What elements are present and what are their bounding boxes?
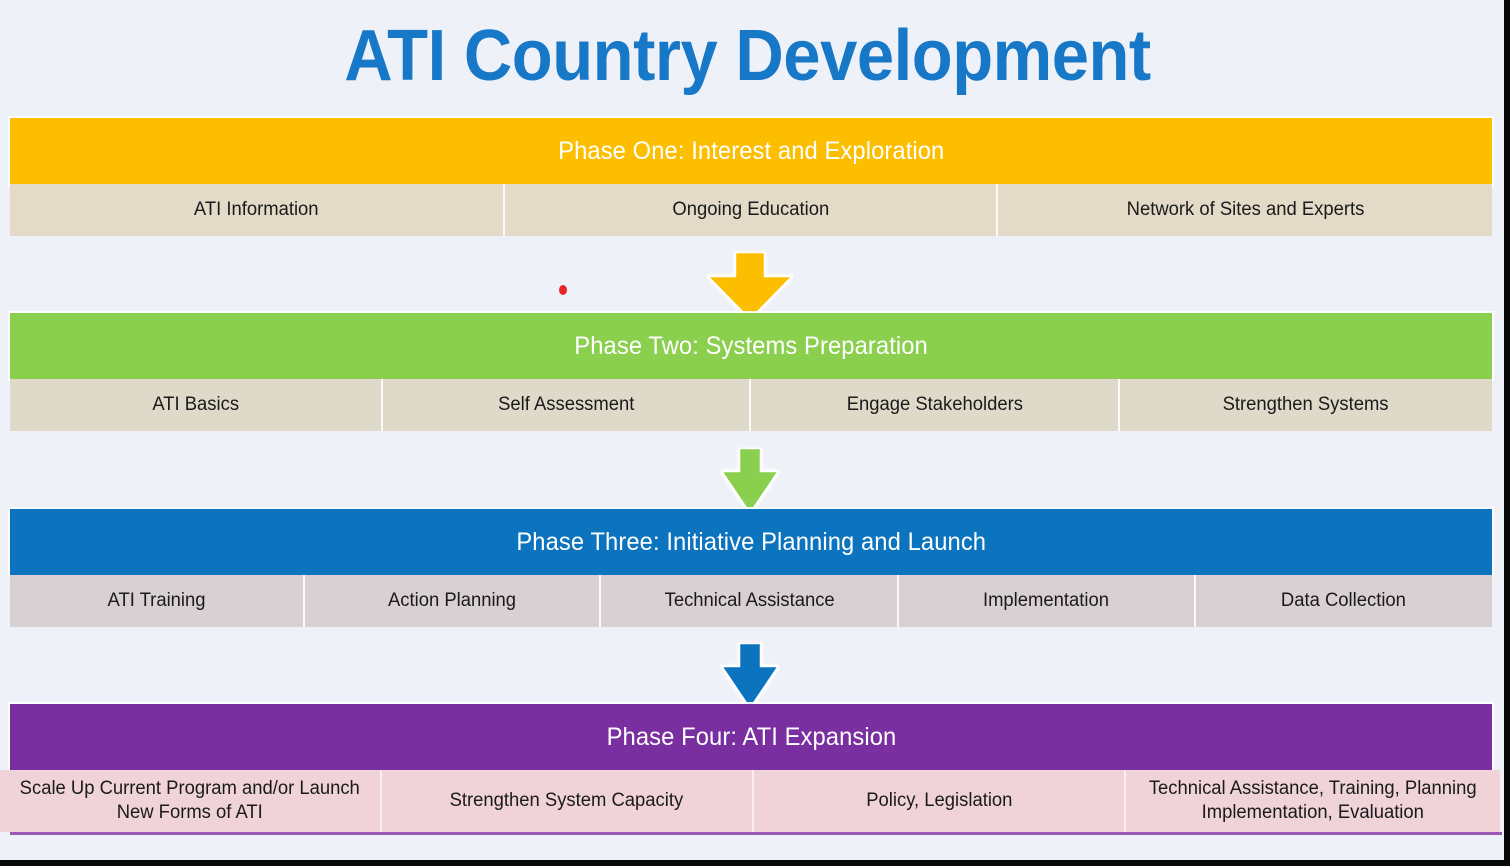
phase-two-item-4-label: Strengthen Systems: [1223, 394, 1389, 416]
phase-three-item-1-label: ATI Training: [107, 590, 206, 612]
phase-three-header-label: Phase Three: Initiative Planning and Lau…: [516, 527, 986, 556]
phase-one-block: Phase One: Interest and Exploration ATI …: [10, 118, 1492, 236]
phase-one-header: Phase One: Interest and Exploration: [10, 118, 1492, 184]
phase-four-item-3-label: Policy, Legislation: [866, 790, 1013, 812]
phase-two-header: Phase Two: Systems Preparation: [10, 313, 1492, 379]
phase-two-item-2-label: Self Assessment: [498, 394, 635, 416]
phase-three-block: Phase Three: Initiative Planning and Lau…: [10, 509, 1492, 627]
phase-two-item-3[interactable]: Engage Stakeholders: [750, 379, 1120, 431]
phase-four-item-3[interactable]: Policy, Legislation: [753, 770, 1127, 832]
phase-three-items-row: ATI Training Action Planning Technical A…: [10, 575, 1492, 627]
phase-four-item-2-label: Strengthen System Capacity: [449, 790, 684, 812]
phase-three-item-4-label: Implementation: [983, 590, 1110, 612]
phase-three-item-4[interactable]: Implementation: [899, 575, 1196, 627]
page-title: ATI Country Development: [344, 16, 1151, 96]
phase-two-header-label: Phase Two: Systems Preparation: [574, 331, 928, 360]
phase-three-item-2[interactable]: Action Planning: [304, 575, 602, 627]
phase-three-item-5[interactable]: Data Collection: [1195, 575, 1492, 627]
phase-one-item-3-label: Network of Sites and Experts: [1126, 199, 1365, 221]
arrow-phase-one-to-two-icon: [707, 252, 793, 320]
arrow-phase-two-to-three-icon: [721, 448, 779, 514]
phase-four-items-row: Scale Up Current Program and/or Launch N…: [0, 770, 1502, 832]
phase-four-item-2[interactable]: Strengthen System Capacity: [381, 770, 754, 832]
phase-two-item-1-label: ATI Basics: [152, 394, 240, 416]
phase-one-header-label: Phase One: Interest and Exploration: [557, 136, 945, 165]
arrow-phase-three-to-four-icon: [721, 643, 779, 709]
phase-three-item-3[interactable]: Technical Assistance: [601, 575, 900, 627]
phase-three-item-3-label: Technical Assistance: [664, 590, 835, 612]
phase-two-item-4[interactable]: Strengthen Systems: [1120, 379, 1492, 431]
phase-four-item-4[interactable]: Technical Assistance, Training, Planning…: [1126, 770, 1502, 832]
phase-one-item-3[interactable]: Network of Sites and Experts: [998, 184, 1492, 236]
phase-four-bottom-rule: [10, 832, 1502, 835]
phase-one-items-row: ATI Information Ongoing Education Networ…: [10, 184, 1492, 236]
phase-four-item-1-label: Scale Up Current Program and/or Launch N…: [19, 778, 360, 823]
phase-three-item-1[interactable]: ATI Training: [10, 575, 305, 627]
phase-three-item-2-label: Action Planning: [388, 590, 517, 612]
phase-one-item-1-label: ATI Information: [194, 199, 319, 221]
phase-three-item-5-label: Data Collection: [1281, 590, 1407, 612]
phase-one-item-2-label: Ongoing Education: [672, 199, 830, 221]
phase-four-item-1[interactable]: Scale Up Current Program and/or Launch N…: [0, 770, 382, 832]
phase-two-item-1[interactable]: ATI Basics: [10, 379, 384, 431]
phase-two-item-3-label: Engage Stakeholders: [846, 394, 1023, 416]
phase-two-item-2[interactable]: Self Assessment: [383, 379, 751, 431]
phase-three-header: Phase Three: Initiative Planning and Lau…: [10, 509, 1492, 575]
phase-one-item-1[interactable]: ATI Information: [10, 184, 505, 236]
red-dot-marker: [559, 285, 567, 295]
phase-two-items-row: ATI Basics Self Assessment Engage Stakeh…: [10, 379, 1492, 431]
phase-four-header: Phase Four: ATI Expansion: [10, 704, 1492, 770]
phase-two-block: Phase Two: Systems Preparation ATI Basic…: [10, 313, 1492, 431]
phase-four-block: Phase Four: ATI Expansion Scale Up Curre…: [0, 704, 1502, 835]
phase-one-item-2[interactable]: Ongoing Education: [504, 184, 999, 236]
phase-four-header-label: Phase Four: ATI Expansion: [606, 722, 896, 751]
phase-four-item-4-label: Technical Assistance, Training, Planning…: [1149, 778, 1478, 823]
